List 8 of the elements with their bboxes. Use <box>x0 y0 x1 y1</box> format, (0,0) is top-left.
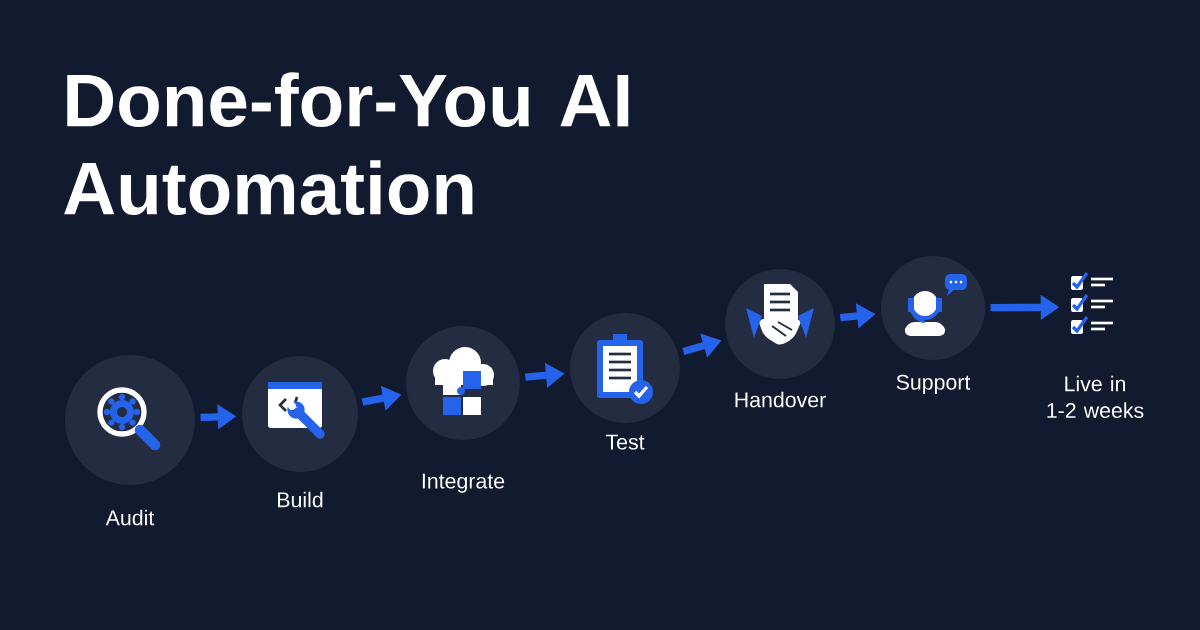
step-label: Test <box>605 434 645 450</box>
title: Done-for-You AI Automation <box>64 72 629 216</box>
step-label: Audit <box>105 509 155 526</box>
step-label: Support <box>896 374 971 395</box>
step-label: Build <box>278 491 323 508</box>
step-label: Live in 1-2 weeks <box>1047 375 1144 419</box>
step-label: Handover <box>735 391 826 408</box>
step-label: Integrate <box>422 473 505 493</box>
